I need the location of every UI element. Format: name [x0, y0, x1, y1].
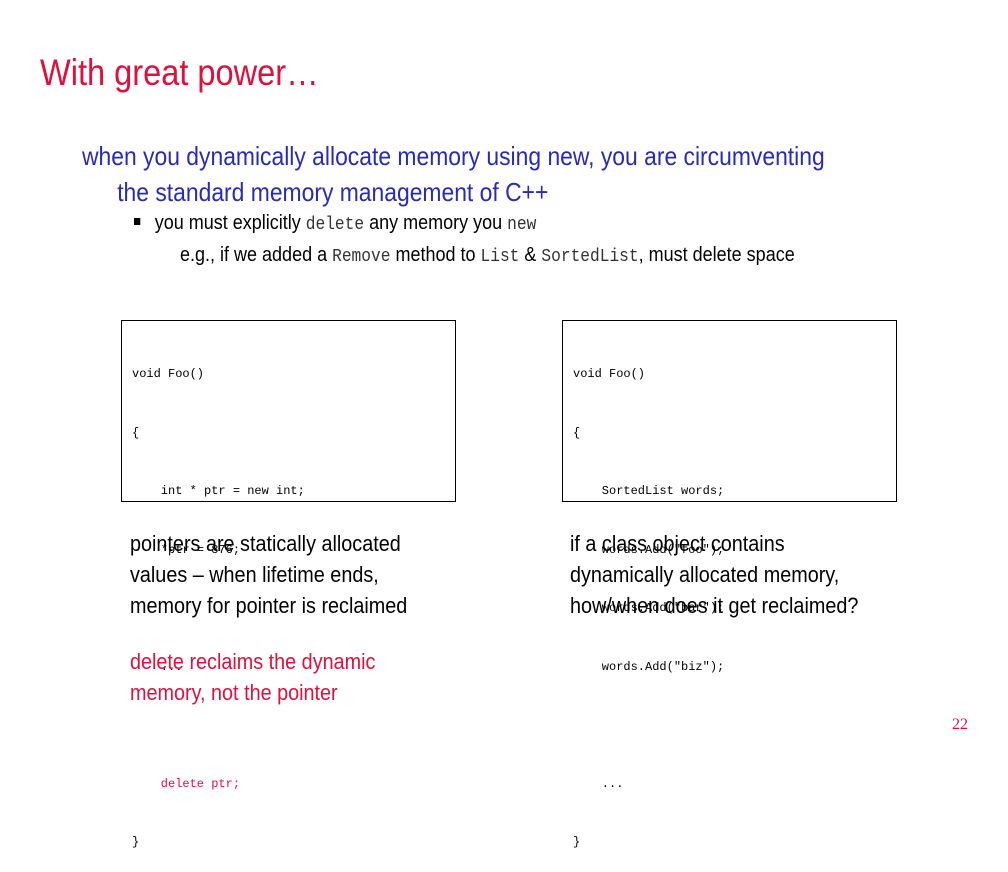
code-line: words.Add("biz");: [573, 659, 725, 674]
example-code-sortedlist: SortedList: [541, 247, 639, 267]
caption-right-line: if a class object contains: [570, 531, 785, 556]
caption-left-line: pointers are statically allocated: [130, 531, 401, 556]
sub-bullet-text-middle: any memory you: [364, 212, 508, 234]
example-text3: &: [519, 244, 542, 266]
caption-right-line: how/when does it get reclaimed?: [570, 593, 859, 618]
main-bullet-line1: when you dynamically allocate memory usi…: [82, 141, 825, 171]
caption-right-line: dynamically allocated memory,: [570, 562, 840, 587]
code-line-delete: delete ptr;: [132, 776, 241, 791]
example-text1: e.g., if we added a: [180, 244, 333, 266]
main-bullet-line2: the standard memory management of C++: [117, 177, 549, 207]
code-line: ...: [573, 776, 624, 791]
code-line: ...: [132, 659, 183, 674]
code-line: ​: [132, 716, 445, 736]
code-line: }: [132, 835, 140, 849]
code-line: words.Add("foo");: [573, 542, 725, 557]
example-text2: method to: [390, 244, 481, 266]
example-code-list: List: [480, 247, 520, 267]
caption-left-red-line: memory, not the pointer: [130, 680, 338, 705]
code-block-right: void Foo() { SortedList words; words.Add…: [562, 320, 897, 849]
code-line: ​: [573, 716, 886, 736]
slide-title: With great power…: [40, 52, 319, 93]
main-bullet: when you dynamically allocate memory usi…: [82, 138, 892, 210]
code-line: *ptr = 876;: [132, 542, 241, 557]
code-line: {: [573, 425, 581, 440]
code-block-left: void Foo() { int * ptr = new int; *ptr =…: [121, 320, 456, 849]
caption-right: if a class object contains dynamically a…: [570, 528, 858, 621]
code-line: SortedList words;: [573, 484, 725, 498]
caption-left-line: values – when lifetime ends,: [130, 562, 379, 587]
code-line: void Foo(): [573, 367, 646, 381]
caption-left-red: delete reclaims the dynamic memory, not …: [130, 646, 375, 708]
example-text4: , must delete space: [638, 244, 795, 266]
example-line: e.g., if we added a Remove method to Lis…: [180, 244, 795, 267]
example-code-remove: Remove: [332, 247, 391, 267]
sub-bullet-text-before: you must explicitly: [154, 212, 306, 234]
code-line: words.Add("bar");: [573, 601, 725, 615]
caption-left-line: memory for pointer is reclaimed: [130, 593, 408, 618]
code-line: {: [132, 425, 140, 440]
sub-bullet-code-delete: delete: [305, 215, 365, 235]
sub-bullet: you must explicitly delete any memory yo…: [134, 212, 536, 235]
code-line: int * ptr = new int;: [132, 484, 305, 498]
code-line: }: [573, 835, 581, 849]
caption-left: pointers are statically allocated values…: [130, 528, 407, 621]
square-bullet-icon: [134, 218, 141, 226]
sub-bullet-code-new: new: [507, 215, 537, 235]
page-number: 22: [952, 716, 968, 733]
caption-left-red-line: delete reclaims the dynamic: [130, 649, 376, 674]
code-line: void Foo(): [132, 367, 205, 381]
